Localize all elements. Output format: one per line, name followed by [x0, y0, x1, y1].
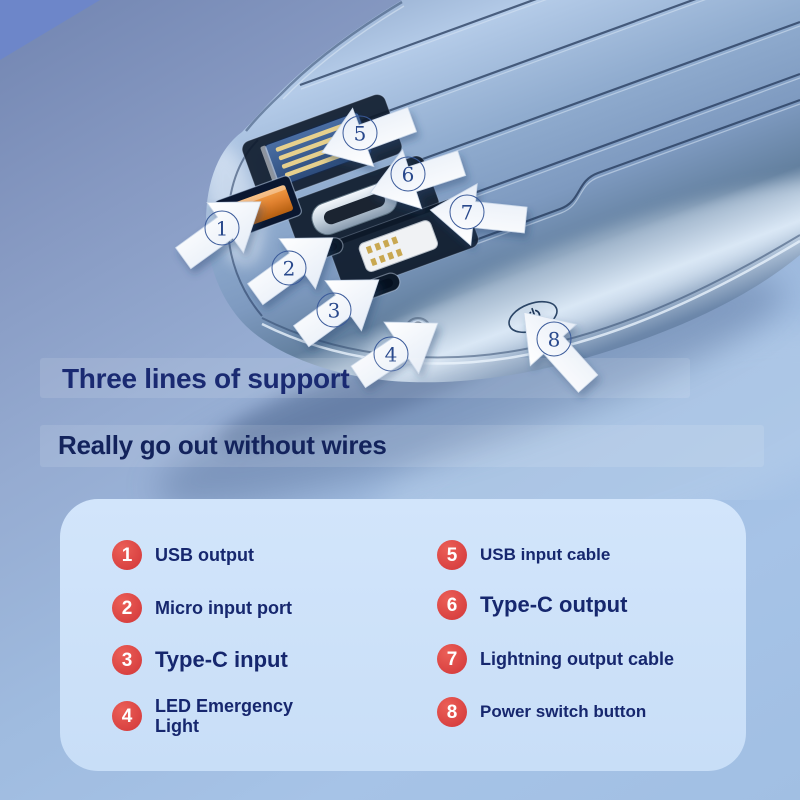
legend-number-badge: 4 [112, 701, 142, 732]
legend-number-badge: 6 [437, 590, 467, 620]
legend-item-label: USB output [155, 544, 254, 565]
legend-item-usb-output: 1 USB output [112, 540, 254, 570]
subheadline: Really go out without wires [58, 430, 387, 460]
legend-item-label: Type-C output [480, 591, 628, 617]
usb-cable-recess [241, 93, 403, 203]
legend-item-label: Power switch button [480, 702, 647, 722]
device-grooves [206, 0, 800, 369]
lightning-cable-plug [358, 220, 439, 272]
callout-number-2: 2 [271, 250, 307, 286]
corner-accent [0, 0, 100, 60]
legend-number-badge: 8 [437, 697, 467, 727]
legend-item-led-light: 4 LED Emergency Light [112, 696, 330, 736]
legend-number-badge: 5 [437, 540, 467, 570]
legend-number-badge: 3 [112, 645, 142, 675]
callout-number-8: 8 [536, 321, 572, 357]
legend-item-usb-input-cable: 5 USB input cable [437, 540, 610, 570]
callout-number-6: 6 [390, 156, 426, 192]
headline-highlight-band [40, 358, 690, 398]
legend-item-micro-input: 2 Micro input port [112, 593, 292, 623]
device-body [206, 0, 800, 383]
legend-item-label: LED Emergency Light [155, 696, 294, 737]
legend-item-power-button: 8 Power switch button [437, 697, 646, 727]
led-emergency-light [404, 317, 432, 345]
legend-item-label: USB input cable [480, 545, 611, 565]
type-c-cable-plug [311, 182, 398, 236]
legend-card [60, 499, 746, 771]
callout-number-7: 7 [449, 194, 485, 230]
legend-number-badge: 7 [437, 644, 467, 674]
power-icon [528, 307, 541, 322]
legend-item-type-c-input: 3 Type-C input [112, 645, 288, 675]
legend-item-label: Type-C input [155, 646, 288, 672]
subheadline-highlight-band [40, 425, 764, 467]
callout-number-1: 1 [204, 210, 240, 246]
legend-number-badge: 2 [112, 593, 142, 623]
legend-item-label: Lightning output cable [480, 648, 674, 669]
legend-item-lightning-cable: 7 Lightning output cable [437, 644, 674, 674]
legend-item-label: Micro input port [155, 597, 292, 618]
callout-number-4: 4 [373, 336, 409, 372]
callout-number-3: 3 [316, 292, 352, 328]
callout-number-5: 5 [342, 115, 378, 151]
type-c-input-port [343, 272, 401, 306]
headline: Three lines of support [62, 363, 350, 394]
legend-number-badge: 1 [112, 540, 142, 570]
legend-item-type-c-output: 6 Type-C output [437, 590, 627, 620]
